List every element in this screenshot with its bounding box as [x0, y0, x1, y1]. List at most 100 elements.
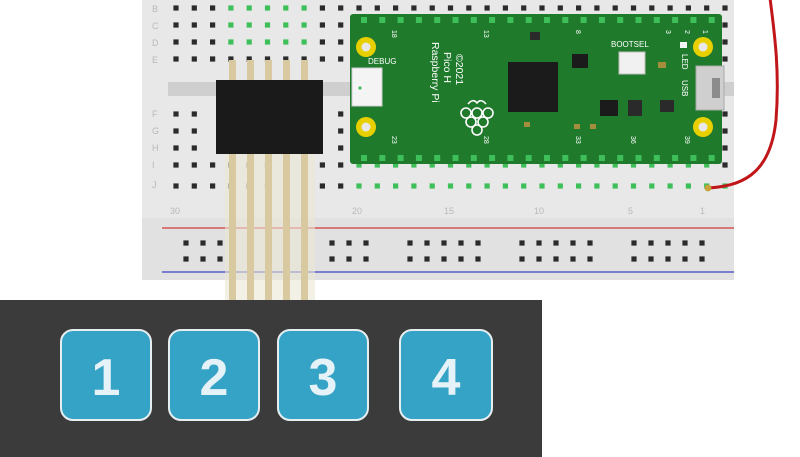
breadboard-hole — [429, 162, 435, 168]
breadboard-hole — [264, 5, 271, 11]
column-number: 20 — [352, 206, 362, 216]
breadboard-hole — [594, 183, 600, 189]
wire-end-pin — [704, 184, 712, 192]
breadboard-hole — [210, 22, 216, 28]
breadboard-hole — [319, 183, 325, 189]
pico-pin-pads — [361, 17, 715, 161]
breadboard-hole — [173, 22, 179, 28]
breadboard-hole — [173, 128, 179, 134]
breadboard-hole — [356, 183, 362, 189]
breadboard-hole — [210, 183, 216, 189]
pico-pin-pad — [361, 155, 367, 161]
pico-pin-pad — [434, 17, 441, 23]
breadboard-hole — [319, 5, 325, 11]
breadboard-hole — [429, 183, 435, 189]
breadboard-hole — [264, 56, 271, 62]
key-label: 1 — [92, 349, 121, 407]
breadboard-hole — [553, 240, 559, 246]
keypad-keys: 1 2 3 4 — [60, 329, 493, 421]
breadboard-hole — [228, 39, 234, 45]
breadboard-hole — [210, 39, 216, 45]
breadboard-hole — [338, 5, 344, 11]
key-label: 3 — [309, 349, 338, 407]
breadboard-hole — [191, 128, 197, 134]
breadboard-hole — [570, 240, 576, 246]
pico-pin-pad — [617, 17, 624, 23]
breadboard-hole — [363, 256, 369, 262]
pico-pin-pad — [598, 17, 605, 23]
pin-number: 1 — [701, 30, 708, 34]
breadboard-hole — [301, 56, 307, 62]
pico-pin-pad — [470, 17, 477, 23]
breadboard-hole — [722, 39, 728, 45]
pico-pin-pad — [379, 17, 386, 23]
breadboard-hole — [458, 256, 464, 262]
breadboard-holes-rail — [183, 240, 705, 262]
breadboard-hole — [484, 183, 490, 189]
breadboard-hole — [173, 162, 179, 168]
pico-pin-pad — [361, 17, 367, 23]
pico-pin-pad — [672, 17, 679, 23]
breadboard-hole — [411, 162, 417, 168]
breadboard-hole — [539, 162, 545, 168]
breadboard-hole — [173, 56, 179, 62]
breadboard-hole — [502, 183, 508, 189]
breadboard-hole — [283, 39, 289, 45]
breadboard-hole — [173, 183, 179, 189]
ribbon-wire — [229, 60, 236, 302]
component — [572, 54, 588, 68]
pico-pin-pad — [598, 155, 605, 161]
breadboard-hole — [699, 240, 705, 246]
ribbon-wire — [265, 60, 272, 302]
breadboard-hole — [631, 240, 637, 246]
breadboard-hole — [519, 240, 525, 246]
breadboard-hole — [173, 145, 179, 151]
breadboard-hole — [576, 5, 582, 11]
breadboard-hole — [722, 22, 728, 28]
breadboard-hole — [722, 128, 728, 134]
breadboard-hole — [338, 145, 344, 151]
breadboard-hole — [329, 256, 335, 262]
pin-number: 3 — [664, 30, 671, 34]
breadboard-hole — [411, 183, 417, 189]
pico-pin-pad — [653, 155, 660, 161]
breadboard-hole — [722, 111, 728, 117]
breadboard-hole — [466, 183, 472, 189]
debug-connector — [351, 67, 383, 107]
pico-pin-pad — [397, 17, 404, 23]
raspberry-logo-icon — [460, 99, 494, 136]
breadboard-hole — [246, 5, 252, 11]
breadboard-hole — [539, 183, 545, 189]
keypad-key-3[interactable]: 3 — [277, 329, 369, 421]
red-wire — [707, 0, 779, 190]
row-letter: H — [152, 143, 159, 153]
breadboard-hole — [667, 162, 673, 168]
breadboard-hole — [722, 5, 728, 11]
breadboard-hole — [649, 162, 655, 168]
breadboard-hole — [210, 5, 216, 11]
breadboard-hole — [407, 240, 413, 246]
pin-number: 2 — [683, 30, 690, 34]
column-number: 10 — [534, 206, 544, 216]
breadboard-hole — [338, 128, 344, 134]
breadboard-hole — [649, 183, 655, 189]
breadboard-hole — [665, 256, 671, 262]
keypad-key-1[interactable]: 1 — [60, 329, 152, 421]
breadboard-hole — [458, 240, 464, 246]
pico-pin-pad — [635, 155, 642, 161]
breadboard-hole — [217, 240, 223, 246]
breadboard-hole — [338, 162, 344, 168]
keypad-key-2[interactable]: 2 — [168, 329, 260, 421]
component — [524, 122, 530, 127]
row-letter: C — [152, 21, 159, 31]
breadboard-hole — [424, 240, 430, 246]
breadboard-hole — [346, 256, 352, 262]
ribbon-wire — [247, 60, 254, 302]
breadboard-hole — [685, 183, 691, 189]
breadboard-hole — [191, 5, 197, 11]
keypad-key-4[interactable]: 4 — [399, 329, 493, 421]
breadboard-hole — [665, 240, 671, 246]
breadboard-hole — [301, 22, 307, 28]
breadboard-hole — [319, 22, 325, 28]
breadboard-hole — [648, 240, 654, 246]
